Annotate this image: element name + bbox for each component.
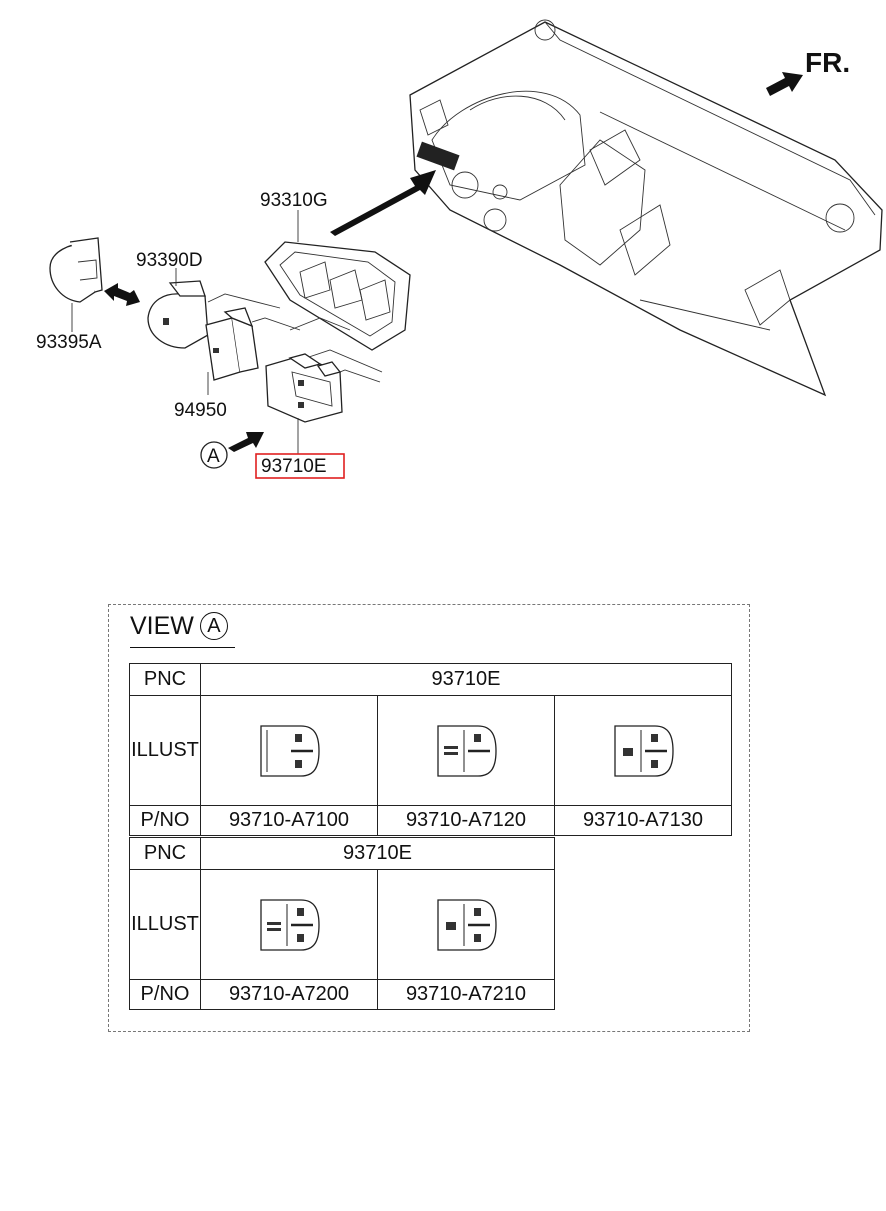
part-number: 93710-A7210 (377, 979, 555, 1010)
callout-93710e: 93710E (261, 456, 327, 477)
view-a-marker: A (200, 432, 264, 469)
illust-cell (377, 695, 555, 806)
view-title-underline (130, 647, 235, 648)
pno-label: P/NO (129, 979, 201, 1010)
callout-93390d: 93390D (136, 250, 203, 271)
illust-label: ILLUST (129, 869, 201, 980)
switch-93390d-part (147, 280, 209, 349)
switch-93710e-part (265, 353, 343, 423)
parts-table-2: PNC 93710E ILLUST P/NO 93710-A7200 (129, 837, 555, 1010)
illust-cell (200, 695, 378, 806)
front-direction-indicator: FR. (766, 47, 850, 96)
swap-arrow (104, 283, 140, 306)
part-number: 93710-A7120 (377, 805, 555, 836)
switch-illustration (437, 898, 497, 951)
illust-label: ILLUST (129, 695, 201, 806)
callout-93395a: 93395A (36, 332, 102, 353)
blank-cover-part (49, 237, 103, 303)
bezel-93310g-part (264, 241, 411, 351)
illust-cell (200, 869, 378, 980)
view-title-text: VIEW (130, 612, 194, 640)
assembly-arrow (330, 170, 436, 236)
view-marker: A (199, 612, 228, 640)
switch-illustration (437, 724, 497, 777)
part-number: 93710-A7130 (554, 805, 732, 836)
illust-cell (554, 695, 732, 806)
callout-94950: 94950 (174, 400, 227, 421)
switch-illustration (260, 724, 320, 777)
svg-text:A: A (207, 446, 220, 467)
view-a-panel (108, 604, 750, 1032)
switch-illustration (260, 898, 320, 951)
pnc-label: PNC (129, 663, 201, 696)
front-direction-label: FR. (805, 47, 850, 78)
dashboard-illustration (409, 19, 883, 397)
exploded-parts-diagram: FR. 93395A 93390D 94950 93310G (36, 19, 883, 479)
pnc-value: 93710E (200, 837, 555, 870)
switch-illustration (614, 724, 674, 777)
part-number: 93710-A7100 (200, 805, 378, 836)
parts-table-1: PNC 93710E ILLUST (129, 663, 732, 836)
switch-94950-part (205, 307, 259, 381)
part-number: 93710-A7200 (200, 979, 378, 1010)
callout-93310g: 93310G (260, 190, 328, 211)
pno-label: P/NO (129, 805, 201, 836)
pnc-value: 93710E (200, 663, 732, 696)
highlight-box (255, 453, 345, 479)
illust-cell (377, 869, 555, 980)
pnc-label: PNC (129, 837, 201, 870)
